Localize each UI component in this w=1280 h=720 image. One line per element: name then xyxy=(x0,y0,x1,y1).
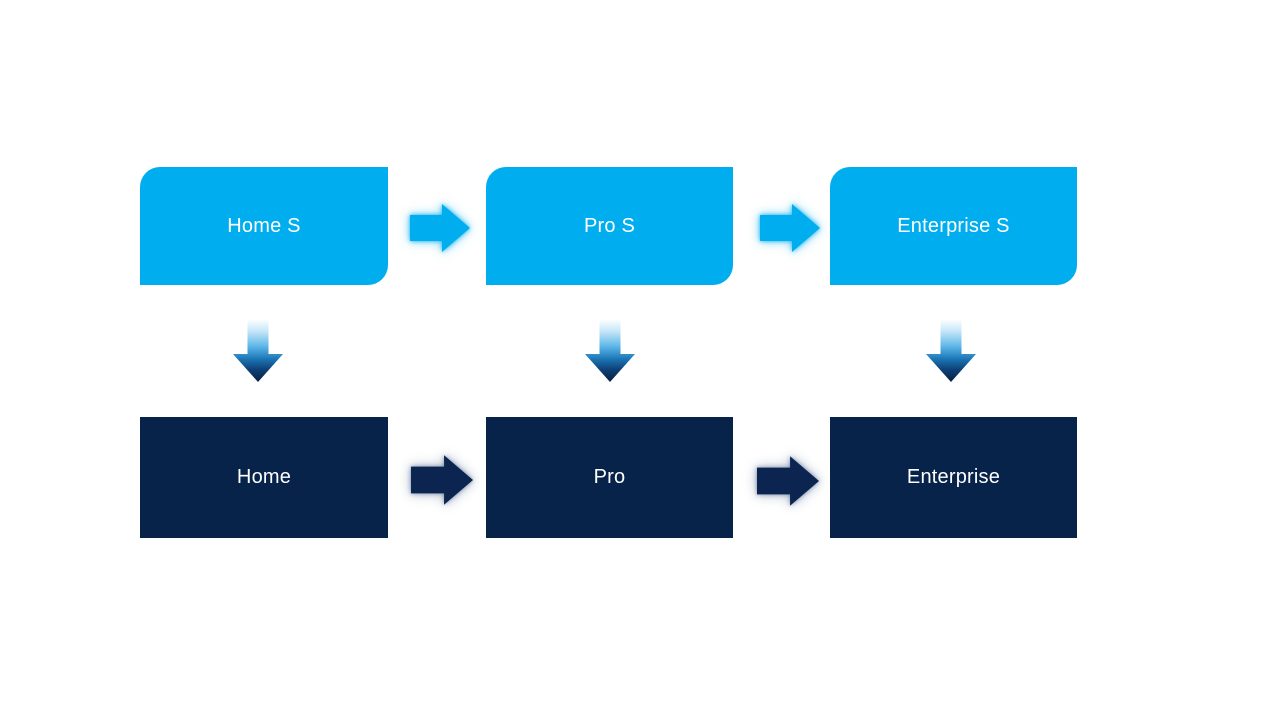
down-arrow-icon xyxy=(233,320,283,382)
node-label: Pro xyxy=(593,466,626,488)
node-label: Home S xyxy=(227,214,301,237)
down-arrow-icon xyxy=(926,320,976,382)
right-arrow-icon xyxy=(757,456,819,506)
node-home-s: Home S xyxy=(140,167,388,285)
node-enterprise-s: Enterprise S xyxy=(830,167,1077,285)
right-arrow-icon xyxy=(760,204,820,252)
node-label: Home xyxy=(236,466,292,488)
right-arrow-icon xyxy=(411,455,473,505)
node-label: Enterprise xyxy=(906,466,1001,488)
node-pro-s: Pro S xyxy=(486,167,733,285)
node-enterprise: Enterprise xyxy=(830,417,1077,538)
node-label: Pro S xyxy=(583,214,636,237)
right-arrow-icon xyxy=(410,204,470,252)
node-pro: Pro xyxy=(486,417,733,538)
down-arrow-icon xyxy=(585,320,635,382)
node-home: Home xyxy=(140,417,388,538)
node-label: Enterprise S xyxy=(897,214,1010,237)
